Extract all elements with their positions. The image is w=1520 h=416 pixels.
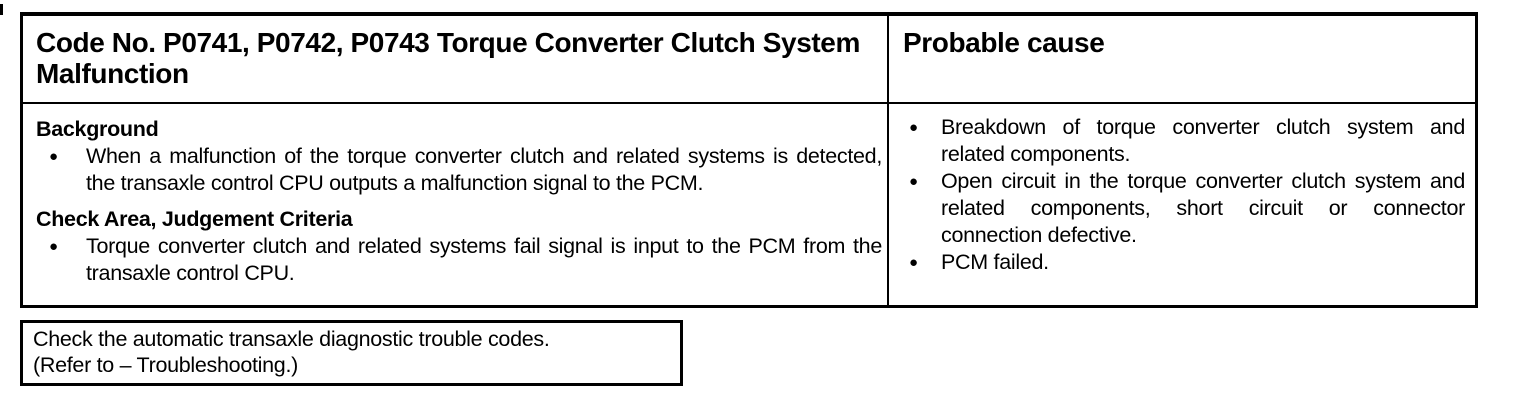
dtc-code-table: Code No. P0741, P0742, P0743 Torque Conv… — [20, 12, 1478, 308]
probable-cause-bullet-text: Breakdown of torque converter clutch sys… — [941, 115, 1465, 166]
probable-cause-cell: ● Breakdown of torque converter clutch s… — [889, 104, 1475, 305]
bullet-icon: ● — [49, 147, 59, 165]
check-area-bullet-text: Torque converter clutch and related syst… — [86, 233, 882, 285]
probable-cause-header-cell: Probable cause — [889, 16, 1475, 102]
action-box-line: Check the automatic transaxle diagnostic… — [33, 327, 550, 351]
list-item: ● When a malfunction of the torque conve… — [36, 143, 882, 197]
bullet-icon: ● — [909, 254, 919, 271]
list-item: ● Open circuit in the torque converter c… — [905, 168, 1465, 249]
check-area-heading: Check Area, Judgement Criteria — [36, 206, 353, 231]
list-item: ● PCM failed. — [905, 249, 1465, 276]
background-heading: Background — [36, 117, 159, 141]
description-cell: Background ● When a malfunction of the t… — [23, 104, 889, 305]
list-item: ● Breakdown of torque converter clutch s… — [905, 114, 1465, 168]
probable-cause-title: Probable cause — [903, 27, 1105, 58]
action-box-line: (Refer to – Troubleshooting.) — [33, 353, 298, 377]
table-header-row: Code No. P0741, P0742, P0743 Torque Conv… — [23, 16, 1475, 104]
code-title-cell: Code No. P0741, P0742, P0743 Torque Conv… — [23, 16, 889, 102]
background-bullet-text: When a malfunction of the torque convert… — [86, 143, 882, 195]
probable-cause-bullet-text: Open circuit in the torque converter clu… — [941, 169, 1465, 247]
check-area-section: Check Area, Judgement Criteria ● Torque … — [36, 206, 882, 287]
table-body-row: Background ● When a malfunction of the t… — [23, 104, 1475, 305]
list-item: ● Torque converter clutch and related sy… — [36, 233, 882, 287]
scan-edge-artifact — [0, 4, 3, 15]
probable-cause-bullet-text: PCM failed. — [941, 250, 1049, 274]
bullet-icon: ● — [909, 173, 919, 190]
bullet-icon: ● — [49, 237, 59, 255]
diagnostic-action-box: Check the automatic transaxle diagnostic… — [20, 320, 683, 386]
bullet-icon: ● — [909, 119, 919, 136]
code-title: Code No. P0741, P0742, P0743 Torque Conv… — [36, 27, 860, 90]
background-section: Background ● When a malfunction of the t… — [36, 116, 882, 197]
